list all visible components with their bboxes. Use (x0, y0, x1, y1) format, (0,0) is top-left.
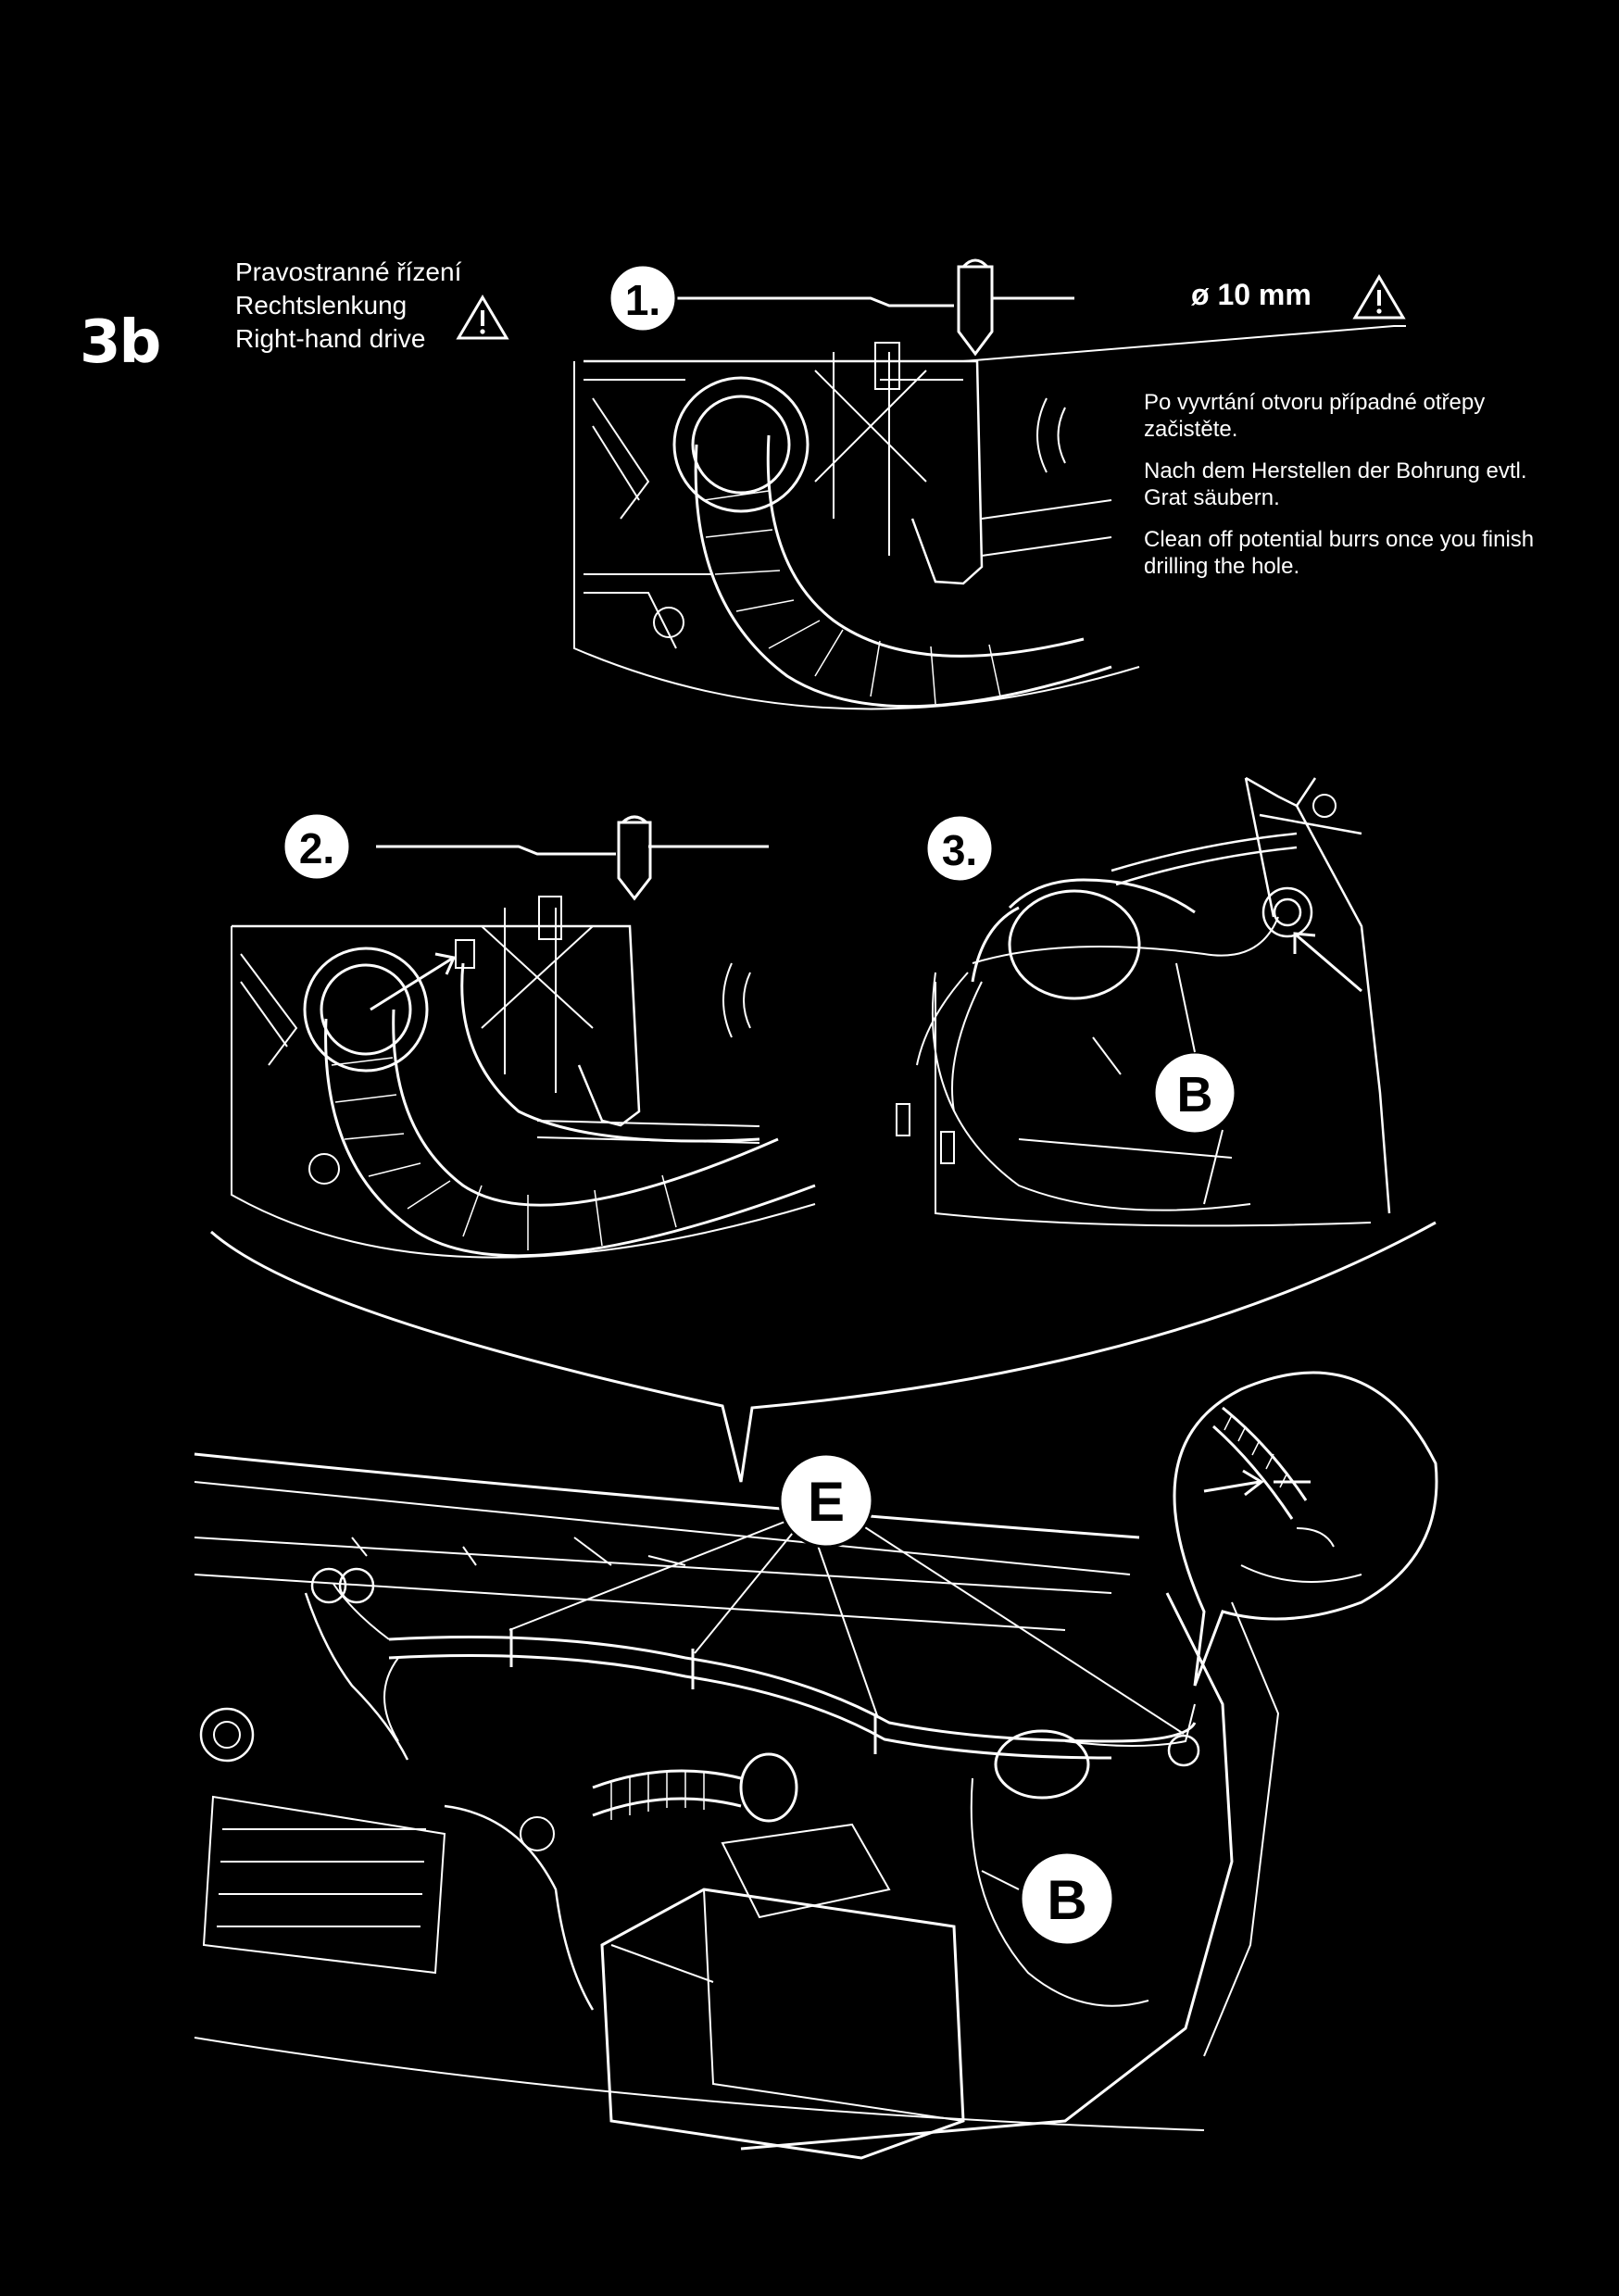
note-en: Clean off potential burrs once you finis… (1144, 527, 1535, 579)
step-2-badge: 2. (299, 824, 334, 872)
detail-bubble-cable-tie (1173, 1371, 1438, 1687)
drive-label-en: Right-hand drive (235, 324, 426, 353)
deburr-note: Po vyvrtání otvoru případné otřepy začis… (1144, 389, 1570, 595)
drive-side-block: Pravostranné řízení Rechtslenkung Right-… (235, 256, 461, 356)
note-de: Nach dem Herstellen der Bohrung evtl. Gr… (1144, 458, 1527, 510)
overview-bubble-frame (210, 1221, 1437, 1483)
drill-diameter-label: ø 10 mm (1191, 278, 1312, 311)
step-3-badge: 3. (942, 826, 977, 874)
callout-b-overview: B (1047, 1869, 1086, 1931)
panel-step-3: B 3. (896, 776, 1391, 1227)
drive-label-cs: Pravostranné řízení (235, 257, 462, 286)
note-cs: Po vyvrtání otvoru případné otřepy začis… (1144, 390, 1486, 442)
panel-step-1: 1. (573, 258, 1406, 710)
warning-triangle-icon (456, 295, 509, 340)
warning-triangle-icon (1352, 274, 1406, 320)
callout-e: E (808, 1471, 845, 1533)
callout-b-step3: B (1177, 1067, 1213, 1123)
overview-engine-bay: E B (194, 1452, 1280, 2160)
step-1-badge: 1. (625, 276, 660, 324)
drive-label-de: Rechtslenkung (235, 291, 408, 320)
panel-step-2: 2. (231, 811, 816, 1259)
step-code: 3b (80, 308, 161, 377)
